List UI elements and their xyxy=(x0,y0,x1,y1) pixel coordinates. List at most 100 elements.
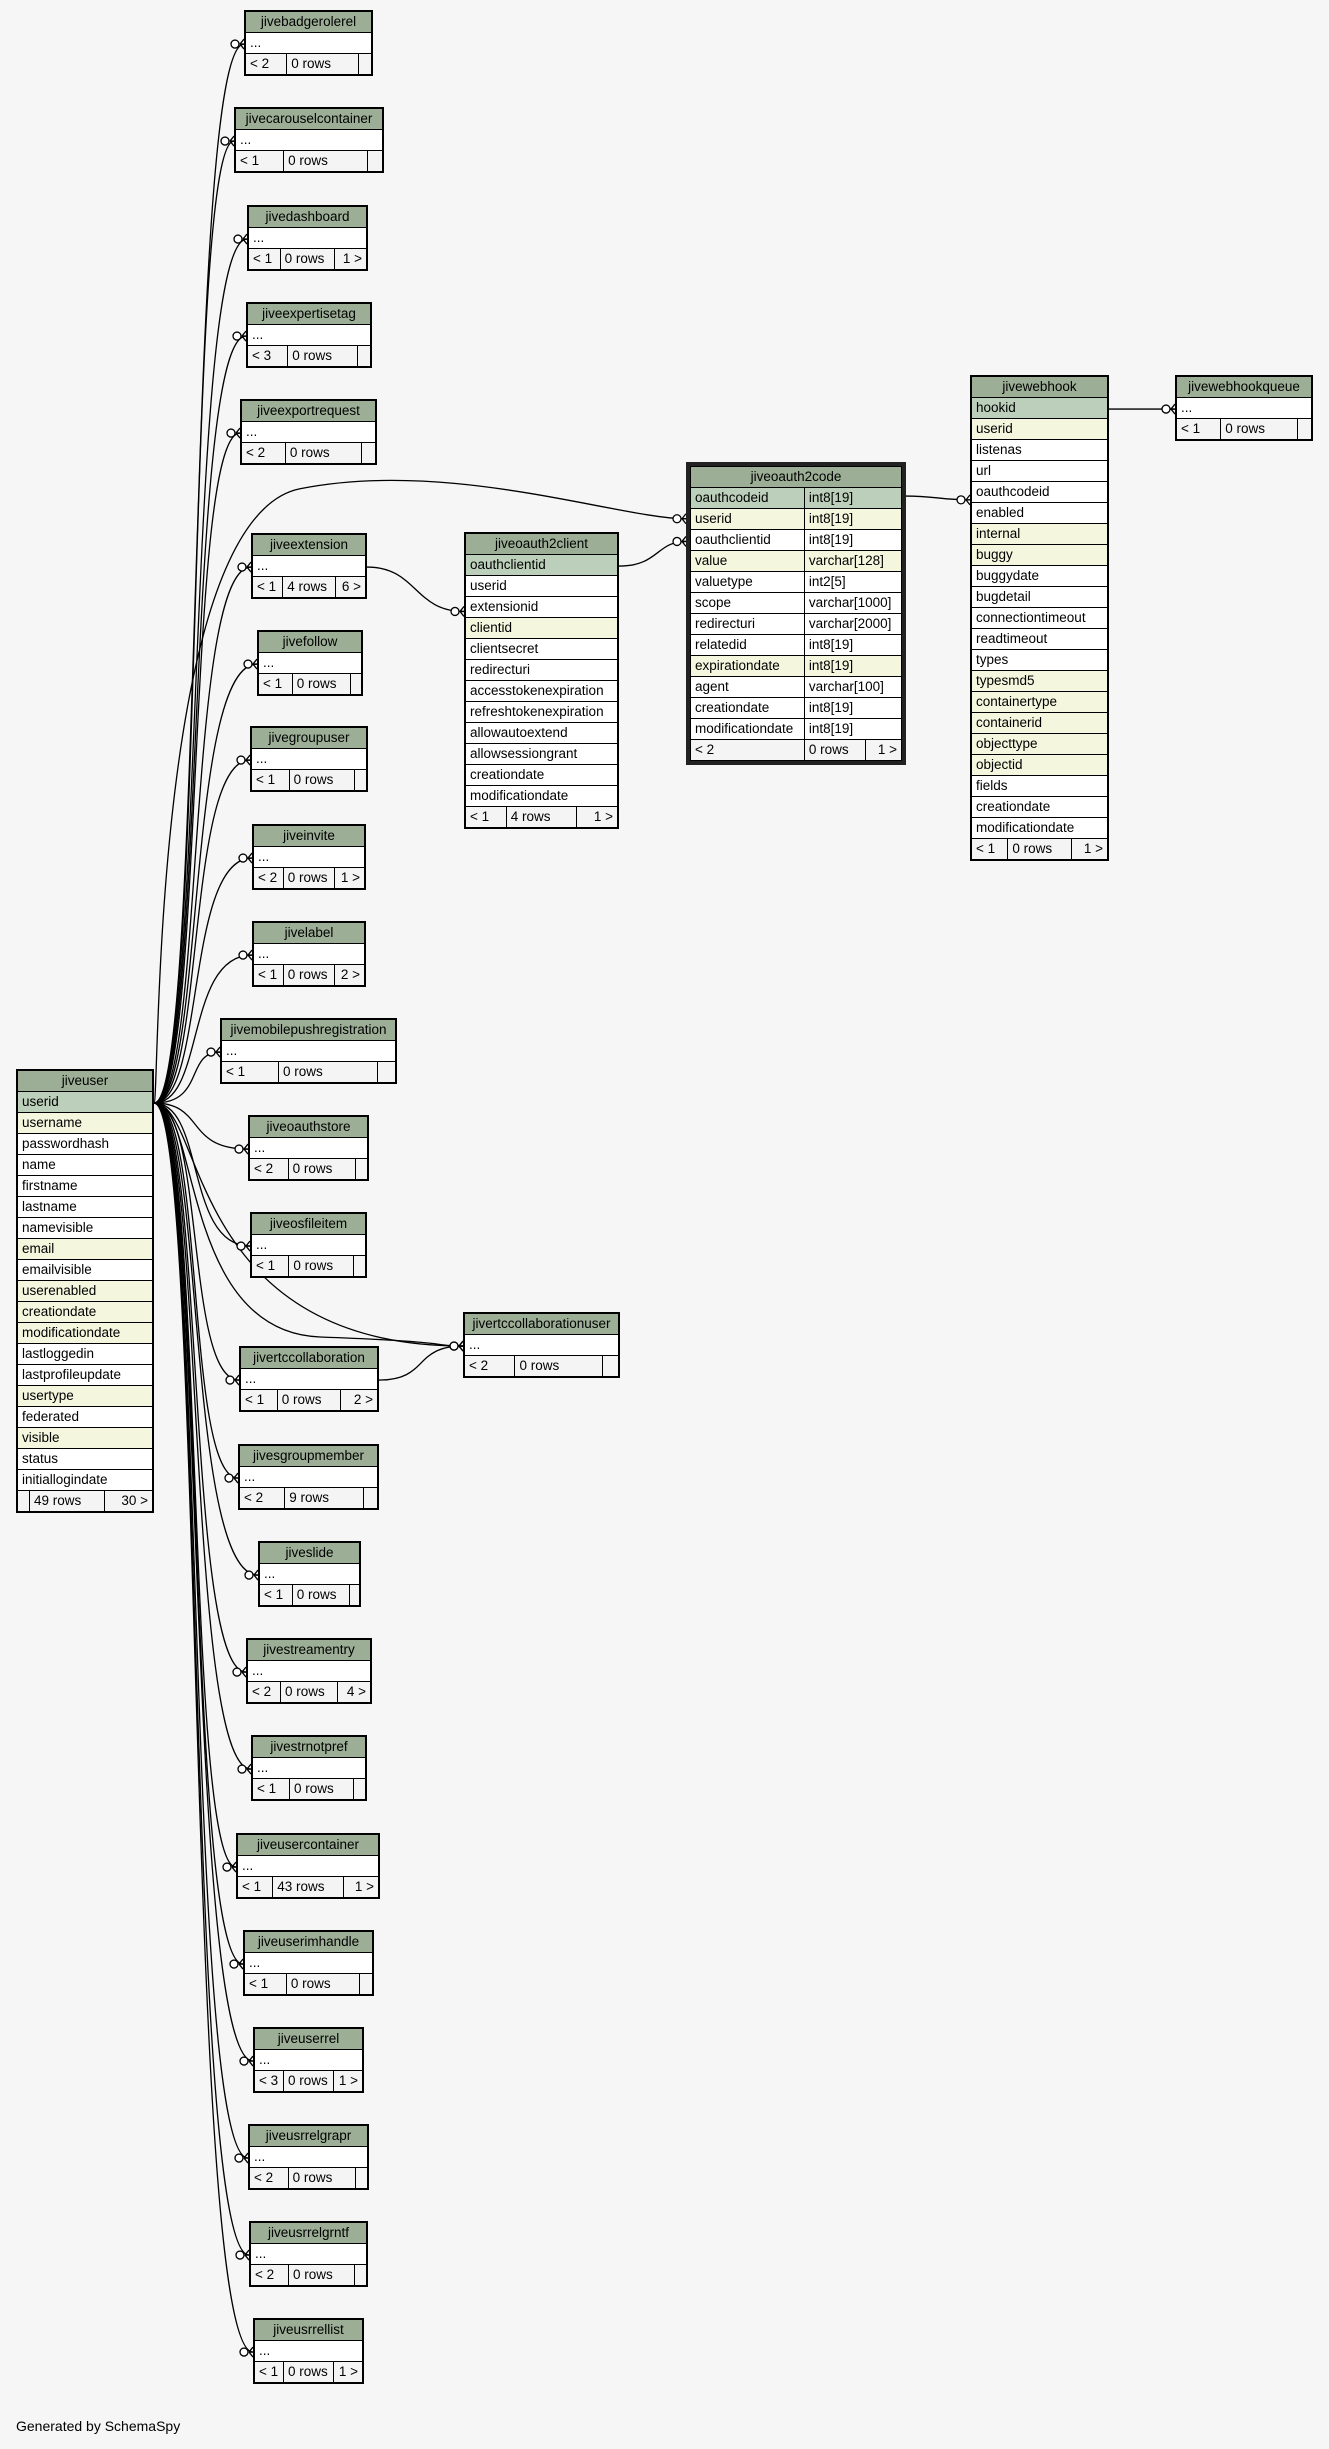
column-row[interactable]: listenas xyxy=(971,439,1108,461)
children-count[interactable] xyxy=(1296,418,1313,440)
parents-count[interactable]: < 1 xyxy=(253,964,284,986)
table-title[interactable]: jivestrnotpref xyxy=(252,1736,366,1758)
table-title[interactable]: jiveexpertisetag xyxy=(247,303,371,325)
column-row[interactable]: extensionid xyxy=(465,596,618,618)
children-count[interactable]: 1 > xyxy=(333,2361,363,2383)
column-row[interactable]: bugdetail xyxy=(971,586,1108,608)
children-count[interactable] xyxy=(357,53,373,75)
children-count[interactable] xyxy=(353,2264,368,2286)
parents-count[interactable]: < 2 xyxy=(249,2167,289,2189)
table-title[interactable]: jiveusrrelgrntf xyxy=(250,2222,367,2244)
column-row[interactable]: ... xyxy=(252,555,366,577)
children-count[interactable] xyxy=(353,1778,366,1800)
parents-count[interactable]: < 1 xyxy=(221,1061,279,1083)
column-row[interactable]: enabled xyxy=(971,502,1108,524)
children-count[interactable] xyxy=(601,1355,620,1377)
column-row[interactable]: passwordhash xyxy=(17,1133,153,1155)
column-row[interactable]: ... xyxy=(240,1368,378,1390)
table-title[interactable]: jiveslide xyxy=(259,1542,360,1564)
table-title[interactable]: jivegroupuser xyxy=(251,727,367,749)
column-row[interactable]: allowsessiongrant xyxy=(465,743,618,765)
column-row[interactable]: initiallogindate xyxy=(17,1469,153,1491)
column-row[interactable]: lastprofileupdate xyxy=(17,1364,153,1386)
children-count[interactable]: 1 > xyxy=(576,806,618,828)
table-title[interactable]: jiveusrrelgrapr xyxy=(249,2125,368,2147)
children-count[interactable] xyxy=(362,1487,379,1509)
column-row[interactable]: ... xyxy=(253,846,365,868)
children-count[interactable]: 1 > xyxy=(334,867,365,889)
parents-count[interactable]: < 3 xyxy=(254,2070,284,2092)
column-row[interactable]: ... xyxy=(244,1952,373,1974)
column-row[interactable]: refreshtokenexpiration xyxy=(465,701,618,723)
column-row[interactable]: modificationdate xyxy=(465,785,618,807)
parents-count[interactable]: < 2 xyxy=(690,739,805,761)
column-row[interactable]: creationdate xyxy=(17,1301,153,1323)
column-row[interactable]: ... xyxy=(251,1234,366,1256)
column-row[interactable]: modificationdate xyxy=(971,817,1108,839)
table-title[interactable]: jivelabel xyxy=(253,922,365,944)
column-row[interactable]: clientsecret xyxy=(465,638,618,660)
table-title[interactable]: jivedashboard xyxy=(248,206,367,228)
table-title[interactable]: jiveinvite xyxy=(253,825,365,847)
column-row[interactable]: objecttype xyxy=(971,733,1108,755)
column-row[interactable]: ... xyxy=(1176,397,1312,419)
column-row[interactable]: emailvisible xyxy=(17,1259,153,1281)
parents-count[interactable]: < 1 xyxy=(248,248,281,270)
table-title[interactable]: jivemobilepushregistration xyxy=(221,1019,396,1041)
column-row[interactable]: typesmd5 xyxy=(971,670,1108,692)
children-count[interactable]: 1 > xyxy=(342,1876,380,1898)
parents-count[interactable]: < 2 xyxy=(253,867,284,889)
column-row[interactable]: userid xyxy=(971,418,1108,440)
column-row[interactable]: readtimeout xyxy=(971,628,1108,650)
column-row[interactable]: name xyxy=(17,1154,153,1176)
table-title[interactable]: jiveusercontainer xyxy=(237,1834,379,1856)
children-count[interactable] xyxy=(353,769,368,791)
column-row[interactable]: ... xyxy=(247,1660,371,1682)
table-title[interactable]: jiveuser xyxy=(17,1070,153,1092)
children-count[interactable]: 30 > xyxy=(104,1490,153,1512)
column-row[interactable]: containertype xyxy=(971,691,1108,713)
parents-count[interactable] xyxy=(16,1490,31,1512)
column-row[interactable]: ... xyxy=(245,32,372,54)
table-title[interactable]: jiveoauth2client xyxy=(465,533,618,555)
column-row[interactable]: ... xyxy=(248,227,367,249)
children-count[interactable]: 2 > xyxy=(340,1389,378,1411)
parents-count[interactable]: < 1 xyxy=(234,150,285,172)
column-row[interactable]: allowautoextend xyxy=(465,722,618,744)
parents-count[interactable]: < 1 xyxy=(251,769,290,791)
column-row[interactable]: objectid xyxy=(971,754,1108,776)
parents-count[interactable]: < 1 xyxy=(465,806,507,828)
children-count[interactable]: 2 > xyxy=(334,964,365,986)
table-title[interactable]: jivertccollaborationuser xyxy=(464,1313,619,1335)
column-row[interactable]: creationdate xyxy=(465,764,618,786)
column-row[interactable]: hookid xyxy=(971,397,1108,419)
table-title[interactable]: jivewebhook xyxy=(971,376,1108,398)
table-title[interactable]: jiveextension xyxy=(252,534,366,556)
table-title[interactable]: jivertccollaboration xyxy=(240,1347,378,1369)
children-count[interactable] xyxy=(366,150,384,172)
parents-count[interactable]: < 1 xyxy=(252,1778,290,1800)
children-count[interactable] xyxy=(353,1255,366,1277)
column-row[interactable]: buggy xyxy=(971,544,1108,566)
column-row[interactable]: namevisible xyxy=(17,1217,153,1239)
table-title[interactable]: jivesgroupmember xyxy=(239,1445,378,1467)
